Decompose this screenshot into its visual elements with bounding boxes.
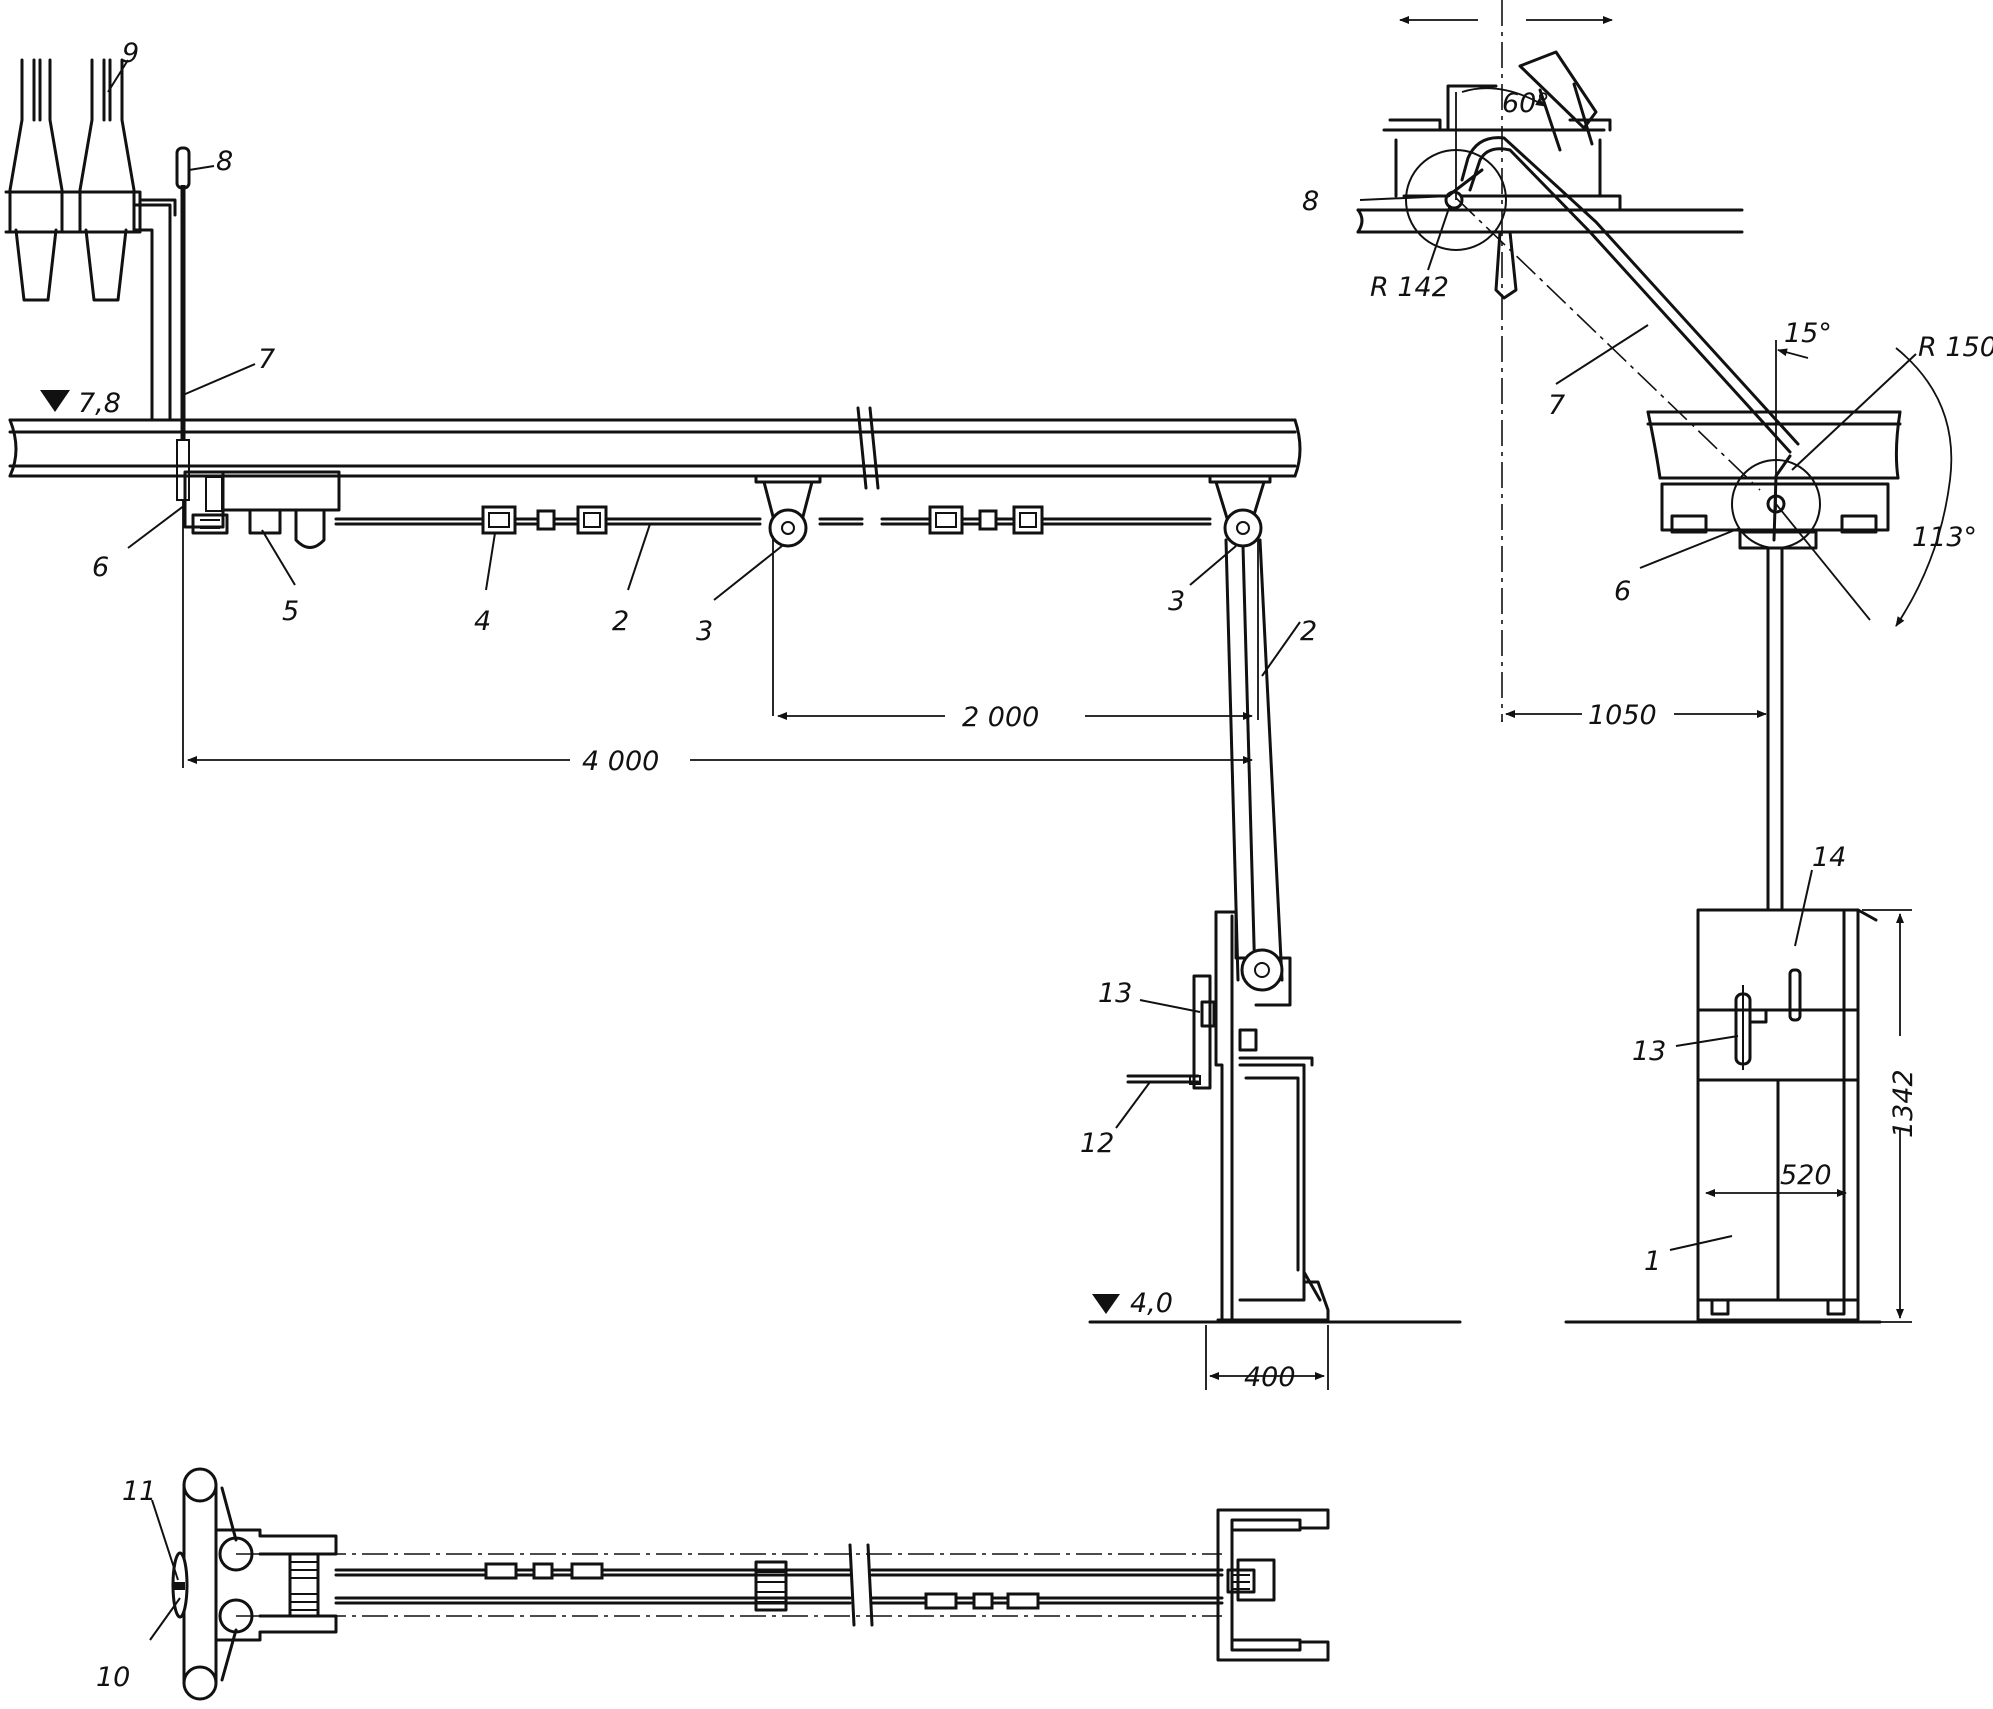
label-6-front: 6 — [92, 552, 109, 583]
label-8-side: 8 — [1302, 186, 1319, 217]
label-14: 14 — [1812, 842, 1846, 873]
angle-60: 60° — [1502, 88, 1550, 119]
dim-1342: 1342 — [1888, 1069, 1919, 1138]
label-6-side: 6 — [1614, 576, 1631, 607]
main-beam — [8, 406, 1302, 490]
label-5: 5 — [282, 596, 299, 627]
level-lower: 4,0 — [1130, 1288, 1173, 1319]
support-post — [132, 203, 172, 420]
label-9: 9 — [122, 38, 139, 69]
label-11: 11 — [122, 1476, 156, 1507]
dim-4000: 4 000 — [582, 746, 659, 777]
label-2-vertical: 2 — [1300, 616, 1317, 647]
label-2-front: 2 — [612, 606, 629, 637]
label-12: 12 — [1080, 1128, 1114, 1159]
label-4: 4 — [474, 606, 491, 637]
drive-unit — [183, 470, 341, 549]
turnbuckle-left — [481, 505, 608, 535]
level-upper: 7,8 — [78, 388, 121, 419]
plan-right-cabinet — [1216, 1508, 1330, 1662]
diagonal-rod — [1455, 136, 1800, 491]
label-3-right: 3 — [1168, 586, 1185, 617]
label-7-front: 7 — [258, 344, 275, 375]
side-view: 60° R 142 15° 113° R 150 — [1302, 0, 1993, 1324]
label-8-front: 8 — [216, 146, 233, 177]
control-cabinet-side — [1126, 910, 1330, 1322]
indicator-slot — [1788, 968, 1802, 1022]
label-1: 1 — [1644, 1246, 1661, 1277]
label-13-side: 13 — [1632, 1036, 1666, 1067]
control-cabinet-front — [1696, 908, 1878, 1322]
level-marker-lower — [1092, 1294, 1120, 1314]
rod-tip — [175, 146, 191, 190]
front-elevation: 7,8 — [4, 38, 1462, 1393]
bearing-right — [1208, 474, 1272, 548]
dim-2000: 2 000 — [962, 702, 1039, 733]
dim-1050: 1050 — [1588, 700, 1657, 731]
radius-142: R 142 — [1370, 272, 1449, 303]
label-7-side: 7 — [1548, 390, 1565, 421]
label-13-front: 13 — [1098, 978, 1132, 1009]
bracket — [138, 198, 177, 217]
upper-structure — [1356, 50, 1744, 300]
insulator-group — [4, 58, 142, 302]
label-10: 10 — [96, 1662, 130, 1693]
label-3-left: 3 — [696, 616, 713, 647]
dim-520: 520 — [1780, 1160, 1832, 1191]
dim-400: 400 — [1244, 1362, 1296, 1393]
angle-15: 15° — [1784, 318, 1832, 349]
radius-150: R 150 — [1918, 332, 1993, 363]
plan-left-mechanism — [171, 1467, 338, 1701]
level-marker-upper — [40, 390, 70, 412]
angle-113: 113° — [1912, 522, 1977, 553]
plan-rods — [236, 1543, 1224, 1627]
side-vertical-rod — [1766, 546, 1784, 912]
bearing-left — [754, 474, 822, 548]
plan-view: 11 10 — [96, 1467, 1330, 1701]
turnbuckle-right — [928, 505, 1044, 535]
